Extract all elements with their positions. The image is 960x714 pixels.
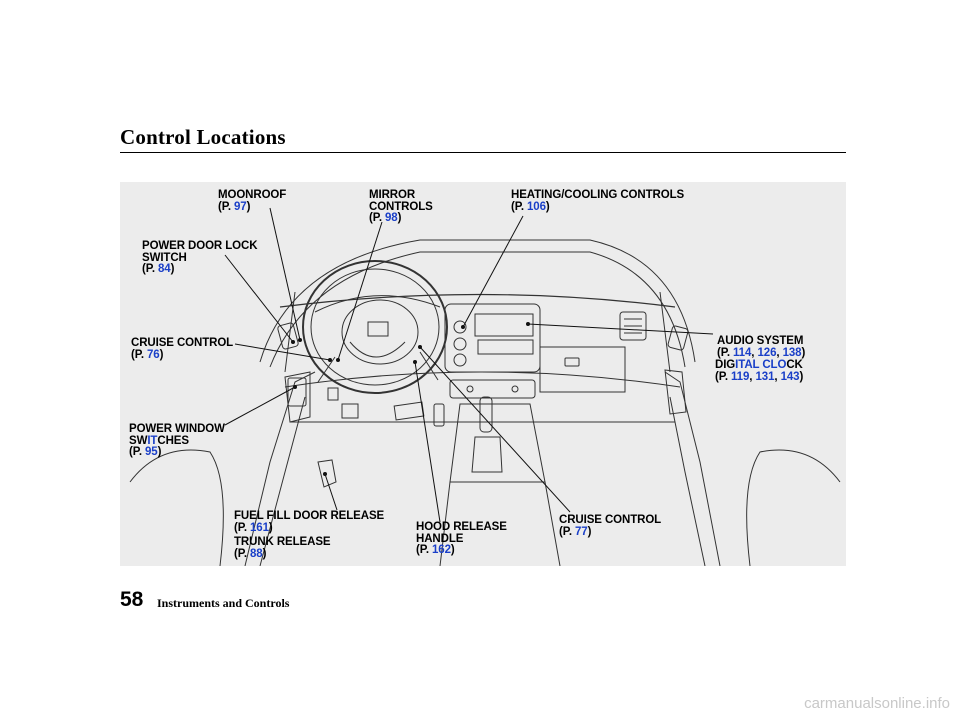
window-label-line1: POWER WINDOW xyxy=(129,423,225,435)
section-title: Instruments and Controls xyxy=(157,596,290,610)
page-link[interactable]: 143 xyxy=(780,370,800,383)
cruise-left-label: CRUISE CONTROL xyxy=(131,337,234,349)
hood-label-line2: HANDLE xyxy=(416,532,464,545)
clock-page-ref: (P. 119, 131, 143) xyxy=(715,370,804,383)
fuel-page-ref: (P. 161) xyxy=(234,521,273,534)
page-link[interactable]: 76 xyxy=(147,348,160,361)
callout-power-window: POWER WINDOW SWITCHES (P. 95) xyxy=(129,423,225,459)
cruise-left-page-ref: (P. 76) xyxy=(131,348,164,361)
page-link[interactable]: 162 xyxy=(432,544,451,556)
door-lock-label-line1: POWER DOOR LOCK xyxy=(142,240,258,252)
page-link[interactable]: 98 xyxy=(385,212,398,224)
cruise-right-page-ref: (P. 77) xyxy=(559,525,592,538)
title-rule xyxy=(120,152,846,153)
page-link[interactable]: 126 xyxy=(757,346,777,359)
page-link[interactable]: 97 xyxy=(234,200,247,213)
trunk-page-ref: (P. 88) xyxy=(234,547,267,560)
page-link[interactable]: 77 xyxy=(575,525,588,538)
fuel-label: FUEL FILL DOOR RELEASE xyxy=(234,510,385,522)
page-link[interactable]: 138 xyxy=(782,346,802,359)
page-title: Control Locations xyxy=(120,125,286,149)
page-number: 58 xyxy=(120,588,144,611)
callout-hood-release: HOOD RELEASE HANDLE (P. 162) xyxy=(416,521,507,557)
watermark: carmanualsonline.info xyxy=(804,695,950,712)
callout-audio-system: AUDIO SYSTEM (P. 114, 126, 138) xyxy=(717,335,806,359)
mirror-label-line2: CONTROLS xyxy=(369,200,433,213)
audio-label: AUDIO SYSTEM xyxy=(717,335,804,347)
mirror-label-line1: MIRROR xyxy=(369,189,416,201)
heating-label: HEATING/COOLING CONTROLS xyxy=(511,189,685,201)
page-link[interactable]: 106 xyxy=(527,200,546,213)
window-page-ref: (P. 95) xyxy=(129,446,162,458)
hood-label-line1: HOOD RELEASE xyxy=(416,521,507,533)
window-label-line2: SWITCHES xyxy=(129,434,189,447)
page-link[interactable]: 119 xyxy=(731,370,750,383)
callout-mirror-controls: MIRROR CONTROLS (P. 98) xyxy=(369,189,433,225)
page-link[interactable]: 131 xyxy=(755,370,775,383)
page-link[interactable]: 88 xyxy=(250,547,263,560)
diagram-panel xyxy=(120,182,846,566)
page-link[interactable]: 114 xyxy=(733,346,752,359)
callout-trunk-release: TRUNK RELEASE (P. 88) xyxy=(234,536,331,560)
door-lock-label-line2: SWITCH xyxy=(142,251,187,264)
callout-moonroof: MOONROOF (P. 97) xyxy=(218,189,287,213)
cruise-right-label: CRUISE CONTROL xyxy=(559,514,662,526)
callout-cruise-control-right: CRUISE CONTROL (P. 77) xyxy=(559,514,662,538)
moonroof-label: MOONROOF xyxy=(218,189,287,201)
dashboard-illustration xyxy=(129,207,841,566)
clock-label: DIGITAL CLOCK xyxy=(715,359,803,371)
callout-heating-cooling: HEATING/COOLING CONTROLS (P. 106) xyxy=(511,189,685,213)
callout-digital-clock: DIGITAL CLOCK (P. 119, 131, 143) xyxy=(715,359,804,383)
callout-fuel-fill-door: FUEL FILL DOOR RELEASE (P. 161) xyxy=(234,510,385,534)
audio-page-ref: (P. 114, 126, 138) xyxy=(717,346,806,359)
page-link[interactable]: 95 xyxy=(145,446,158,458)
hood-page-ref: (P. 162) xyxy=(416,544,455,556)
page-link[interactable]: 84 xyxy=(158,263,171,275)
trunk-label: TRUNK RELEASE xyxy=(234,536,331,548)
callout-power-door-lock: POWER DOOR LOCK SWITCH (P. 84) xyxy=(142,240,258,276)
mirror-page-ref: (P. 98) xyxy=(369,212,402,224)
heating-page-ref: (P. 106) xyxy=(511,200,550,213)
moonroof-page-ref: (P. 97) xyxy=(218,200,251,213)
callout-cruise-control-left: CRUISE CONTROL (P. 76) xyxy=(131,337,234,361)
page-link[interactable]: 161 xyxy=(250,521,269,534)
door-lock-page-ref: (P. 84) xyxy=(142,263,175,275)
